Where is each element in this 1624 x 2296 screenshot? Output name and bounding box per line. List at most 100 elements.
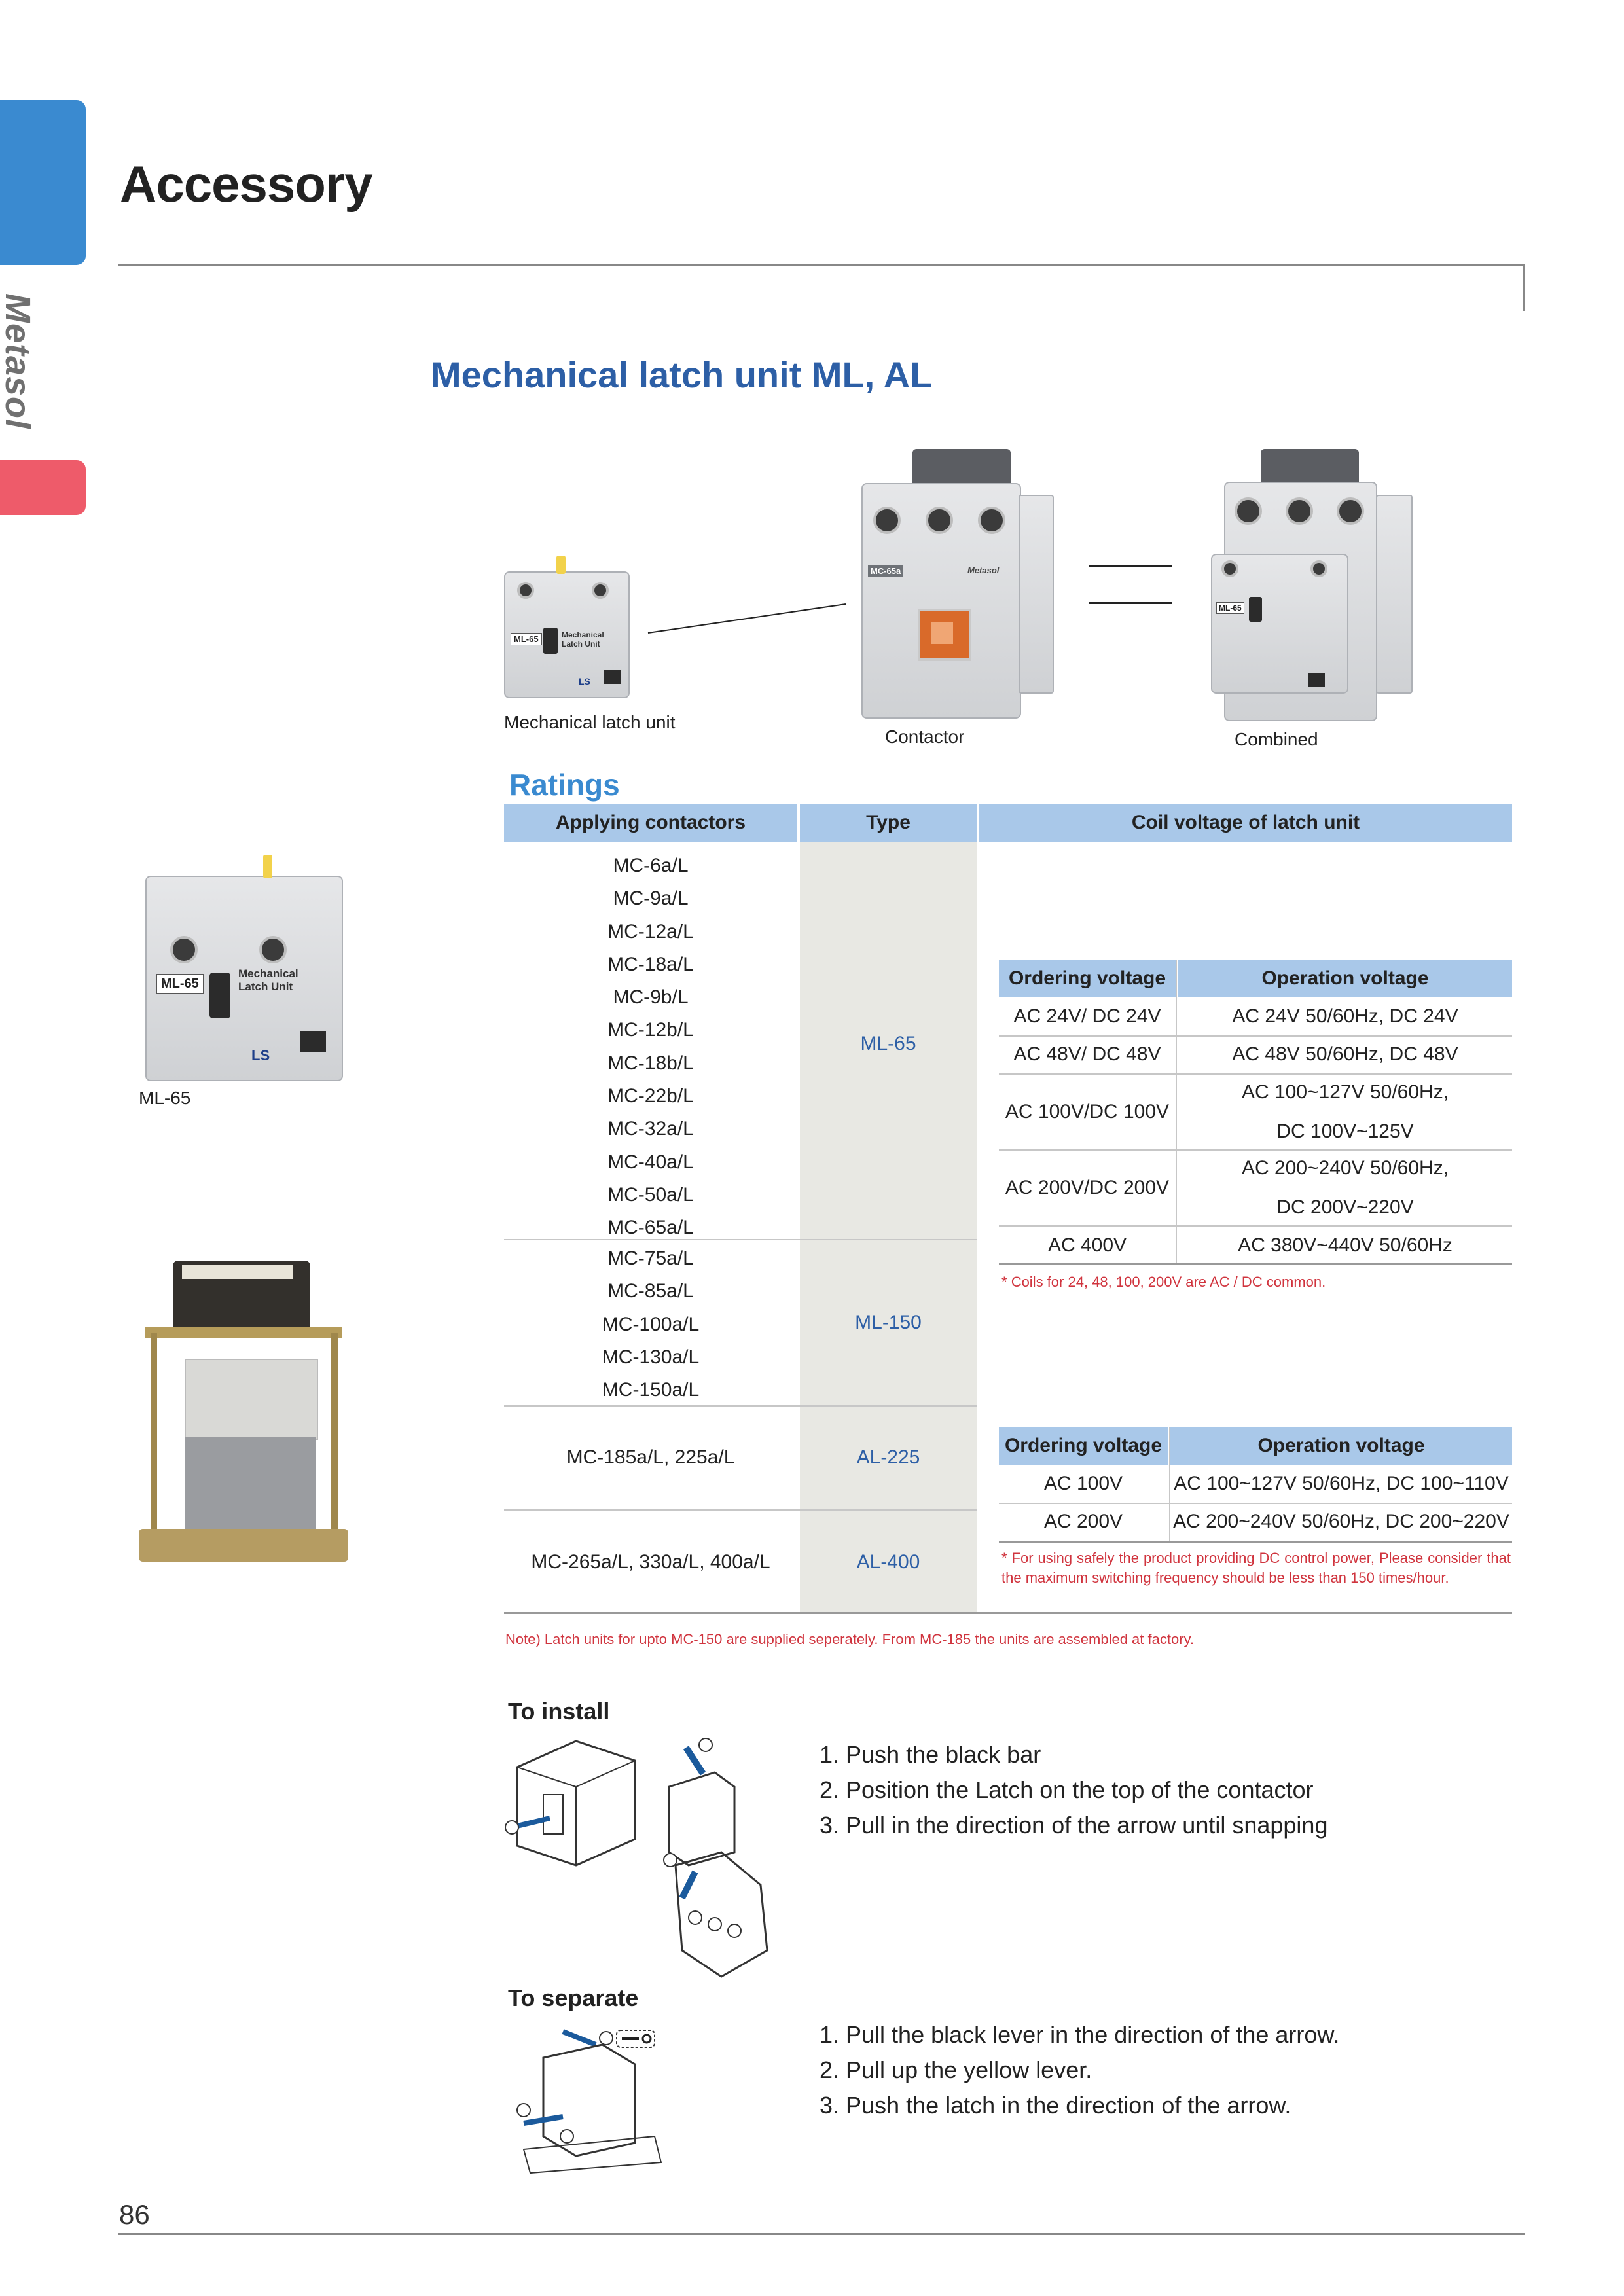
contactor-cell: MC-85a/L: [607, 1280, 694, 1302]
ml-op-cell: AC 380V~440V 50/60Hz: [1238, 1234, 1453, 1256]
al-order-cell: AC 200V: [1043, 1511, 1123, 1532]
al-operation-voltage-header: Operation voltage: [1170, 1427, 1512, 1465]
page-number: 86: [119, 2199, 150, 2230]
contactor-cell: MC-22b/L: [607, 1085, 694, 1107]
contactor-image: MC-65a Metasol: [855, 449, 1059, 719]
ml65-large-label: ML-65: [156, 974, 204, 994]
ml-order-cell: AC 24V/ DC 24V: [1013, 1005, 1161, 1027]
contactor-cell: MC-130a/L: [602, 1346, 700, 1368]
sub-divider: [999, 1073, 1512, 1075]
ml65-contactor-list: MC-6a/L MC-9a/L MC-12a/L MC-18a/L MC-9b/…: [504, 850, 797, 1245]
type-al225: AL-225: [856, 1446, 920, 1468]
contactor-cell: MC-18b/L: [607, 1052, 694, 1074]
install-step: 1. Push the black bar: [820, 1741, 1041, 1768]
install-diagram-1: [505, 1740, 636, 1867]
ml-op-cell: AC 200~240V 50/60Hz,: [1241, 1157, 1449, 1179]
install-step: 2. Position the Latch on the top of the …: [820, 1776, 1314, 1803]
al-op-cell: AC 200~240V 50/60Hz, DC 200~220V: [1173, 1511, 1509, 1532]
contactor-cell: MC-75a/L: [607, 1247, 694, 1269]
ml-op-cell: DC 100V~125V: [1276, 1121, 1414, 1142]
separate-steps: 1. Pull the black lever in the direction…: [820, 2017, 1339, 2123]
contactor-cell: MC-12b/L: [607, 1019, 694, 1041]
row-divider: [504, 1405, 977, 1407]
row-divider: [504, 1239, 977, 1240]
ml-op-cell: AC 24V 50/60Hz, DC 24V: [1232, 1005, 1458, 1027]
ml-order-cell: AC 200V/DC 200V: [1005, 1177, 1170, 1198]
side-tab-blue: [0, 100, 86, 265]
type-column-bg: [800, 842, 977, 1613]
contactor-al400: MC-265a/L, 330a/L, 400a/L: [531, 1551, 770, 1573]
type-ml65: ML-65: [860, 1033, 916, 1054]
ml-op-cell: DC 200V~220V: [1276, 1196, 1414, 1218]
install-steps: 1. Push the black bar 2. Position the La…: [820, 1737, 1327, 1843]
ml65-large-logo: LS: [251, 1047, 270, 1064]
contactor-cell: MC-12a/L: [607, 920, 694, 942]
sub-col-divider: [1176, 960, 1177, 1263]
install-step: 3. Pull in the direction of the arrow un…: [820, 1812, 1328, 1839]
footer-rule: [118, 2233, 1525, 2235]
sub-divider: [999, 1149, 1512, 1151]
ml-order-cell: AC 400V: [1047, 1234, 1127, 1256]
contactor-cell: MC-32a/L: [607, 1118, 694, 1140]
ml-voltage-note-text: Coils for 24, 48, 100, 200V are AC / DC …: [1011, 1274, 1326, 1290]
latch-label: ML-65: [511, 633, 542, 645]
separate-diagram: [516, 2029, 662, 2174]
combined-caption: Combined: [1235, 729, 1318, 749]
al-order-cell: AC 100V: [1043, 1473, 1123, 1494]
ml-order-cell: AC 100V/DC 100V: [1005, 1101, 1170, 1122]
contactor-cell: MC-150a/L: [602, 1379, 700, 1401]
row-divider: [504, 1509, 977, 1511]
ml-order-cell: AC 48V/ DC 48V: [1013, 1043, 1161, 1065]
header-type: Type: [800, 804, 977, 842]
ratings-title: Ratings: [509, 768, 620, 802]
header-coil-voltage: Coil voltage of latch unit: [979, 804, 1512, 842]
equals-line-bottom: [1089, 602, 1172, 604]
table-bottom-rule: [504, 1612, 1512, 1614]
separate-title: To separate: [508, 1984, 639, 2011]
ratings-footnote: Note) Latch units for upto MC-150 are su…: [505, 1631, 1195, 1647]
ml-op-cell: AC 100~127V 50/60Hz,: [1241, 1081, 1449, 1103]
contactor-cell: MC-6a/L: [613, 855, 689, 876]
ml150-contactor-list: MC-75a/L MC-85a/L MC-100a/L MC-130a/L MC…: [504, 1242, 797, 1407]
ml-voltage-note: * Coils for 24, 48, 100, 200V are AC / D…: [1001, 1274, 1326, 1290]
sub-col-divider: [1169, 1427, 1170, 1541]
latch-caption: Mechanical latch unit: [504, 712, 676, 732]
ml65-caption: ML-65: [139, 1088, 191, 1108]
combined-image: ML-65: [1204, 449, 1420, 721]
contactor-brand: Metasol: [967, 565, 1000, 575]
al-voltage-note-text: For using safely the product providing D…: [1001, 1550, 1511, 1586]
sub-divider: [999, 1503, 1512, 1504]
equals-line-top: [1089, 565, 1172, 567]
ml-ordering-voltage-header: Ordering voltage: [999, 960, 1176, 997]
contactor-label: MC-65a: [868, 565, 904, 577]
type-ml150: ML-150: [855, 1312, 922, 1333]
sub-divider: [999, 1225, 1512, 1227]
latch-unit-image: ML-65 Mechanical Latch Unit LS: [504, 556, 630, 698]
side-tab-red: [0, 460, 86, 515]
header-rule-end: [1523, 264, 1525, 311]
al-op-cell: AC 100~127V 50/60Hz, DC 100~110V: [1174, 1473, 1509, 1494]
contactor-cell: MC-9a/L: [613, 888, 689, 910]
ml-operation-voltage-header: Operation voltage: [1178, 960, 1512, 997]
install-diagram-2: [663, 1738, 768, 1978]
contactor-cell: MC-40a/L: [607, 1151, 694, 1173]
contactor-cell: MC-50a/L: [607, 1183, 694, 1206]
brand-label: Metasol: [0, 293, 37, 430]
type-al400: AL-400: [856, 1551, 920, 1573]
latch-title: Mechanical Latch Unit: [562, 630, 604, 649]
separate-step: 2. Pull up the yellow lever.: [820, 2056, 1092, 2083]
al-voltage-note: * For using safely the product providing…: [1001, 1550, 1511, 1586]
al-ordering-voltage-header: Ordering voltage: [999, 1427, 1168, 1465]
ml65-large-image: ML-65 Mechanical Latch Unit LS: [145, 855, 343, 1081]
connector-line: [647, 603, 846, 634]
contactor-caption: Contactor: [885, 726, 965, 747]
al-large-image: [139, 1261, 348, 1588]
sub-table-bottom: [999, 1541, 1512, 1543]
page-title: Accessory: [120, 155, 373, 213]
contactor-cell: MC-100a/L: [602, 1313, 700, 1335]
separate-step: 1. Pull the black lever in the direction…: [820, 2021, 1340, 2048]
sub-table-bottom: [999, 1263, 1512, 1265]
contactor-cell: MC-9b/L: [613, 986, 689, 1009]
header-rule: [118, 264, 1525, 266]
ml-op-cell: AC 48V 50/60Hz, DC 48V: [1232, 1043, 1458, 1065]
